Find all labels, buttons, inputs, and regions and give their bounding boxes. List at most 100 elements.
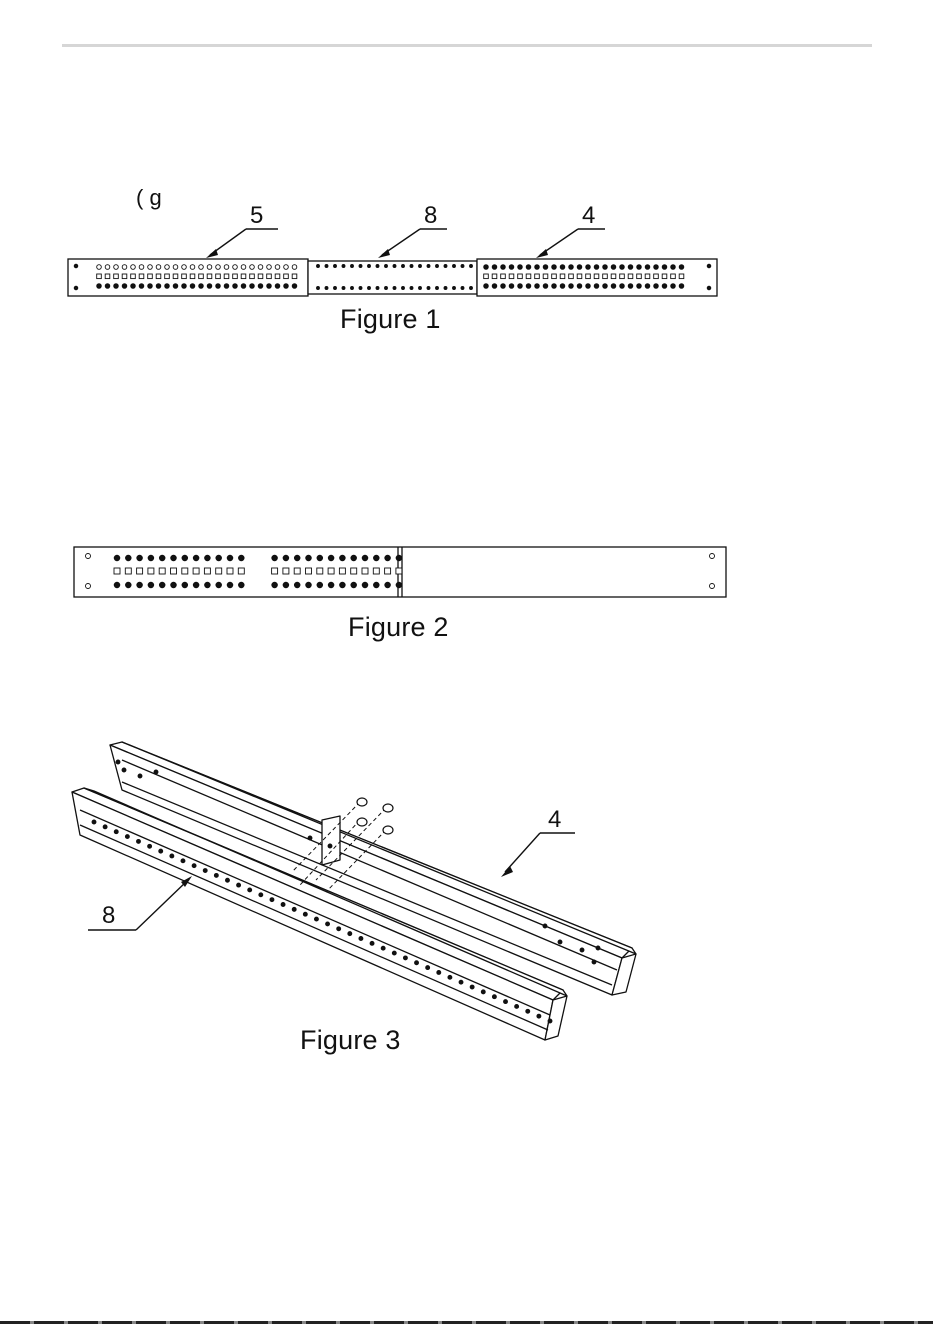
hole (270, 898, 274, 902)
jack-slot (654, 274, 659, 279)
hole (216, 582, 222, 588)
hole (181, 859, 185, 863)
hole (97, 265, 102, 270)
hole (193, 582, 199, 588)
callout-4: 4 (548, 806, 561, 833)
jack-slot (182, 274, 187, 279)
hole (437, 970, 441, 974)
hole (535, 265, 540, 270)
hole (275, 265, 280, 270)
hole (250, 284, 255, 289)
jack-slot (385, 568, 391, 574)
hole (239, 555, 245, 561)
jack-slot (284, 274, 289, 279)
hole (203, 869, 207, 873)
hole (459, 980, 463, 984)
hole (103, 825, 107, 829)
jack-slot (105, 274, 110, 279)
hole (537, 1014, 541, 1018)
hole (126, 582, 132, 588)
hole (351, 265, 354, 268)
hole (645, 284, 650, 289)
hole (470, 265, 473, 268)
hole (426, 966, 430, 970)
hole (481, 990, 485, 994)
hole (334, 287, 337, 290)
hole (662, 284, 667, 289)
hole (671, 265, 676, 270)
jack-slot (97, 274, 102, 279)
hole (637, 265, 642, 270)
jack-slot (560, 274, 565, 279)
hole (317, 287, 320, 290)
jack-slot (182, 568, 188, 574)
hole (374, 555, 380, 561)
hole (227, 555, 233, 561)
jack-slot (122, 274, 127, 279)
jack-slot (224, 274, 229, 279)
hole (592, 960, 596, 964)
jack-slot (611, 274, 616, 279)
hole (207, 284, 212, 289)
hole (199, 284, 204, 289)
hole (105, 265, 110, 270)
hole (385, 265, 388, 268)
hole (182, 582, 188, 588)
hole (148, 555, 154, 561)
hole (558, 940, 562, 944)
hole (317, 555, 323, 561)
jack-slot (190, 274, 195, 279)
jack-slot (171, 568, 177, 574)
hole (148, 844, 152, 848)
hole (359, 265, 362, 268)
hole (594, 265, 599, 270)
hole (334, 265, 337, 268)
hole (444, 287, 447, 290)
hole (207, 265, 212, 270)
hole (173, 265, 178, 270)
hole (171, 582, 177, 588)
jack-slot (645, 274, 650, 279)
figure-3-caption: Figure 3 (300, 1025, 401, 1056)
hole (492, 265, 497, 270)
hole (272, 582, 278, 588)
hole (679, 265, 684, 270)
screw (383, 804, 393, 812)
jack-slot (484, 274, 489, 279)
hole (216, 265, 221, 270)
hole (340, 582, 346, 588)
hole (351, 555, 357, 561)
jack-slot (509, 274, 514, 279)
jack-slot (114, 568, 120, 574)
hole (233, 284, 238, 289)
hole (308, 836, 312, 840)
jack-slot (125, 568, 131, 574)
hole (679, 284, 684, 289)
hole (233, 265, 238, 270)
hole (461, 265, 464, 268)
hole (170, 854, 174, 858)
hole (137, 555, 143, 561)
hole (393, 287, 396, 290)
hole (577, 284, 582, 289)
hole (292, 284, 297, 289)
hole (224, 284, 229, 289)
hole (707, 286, 711, 290)
jack-slot (535, 274, 540, 279)
hole (368, 265, 371, 268)
hole (560, 265, 565, 270)
hole (543, 265, 548, 270)
hole (284, 284, 289, 289)
hole (139, 265, 144, 270)
figure-1-caption: Figure 1 (340, 304, 441, 335)
hole (427, 287, 430, 290)
hole (444, 265, 447, 268)
jack-slot (207, 274, 212, 279)
hole (328, 582, 334, 588)
jack-slot (518, 274, 523, 279)
jack-slot (628, 274, 633, 279)
hole (580, 948, 584, 952)
hole (292, 907, 296, 911)
hole (294, 582, 300, 588)
hole (645, 265, 650, 270)
